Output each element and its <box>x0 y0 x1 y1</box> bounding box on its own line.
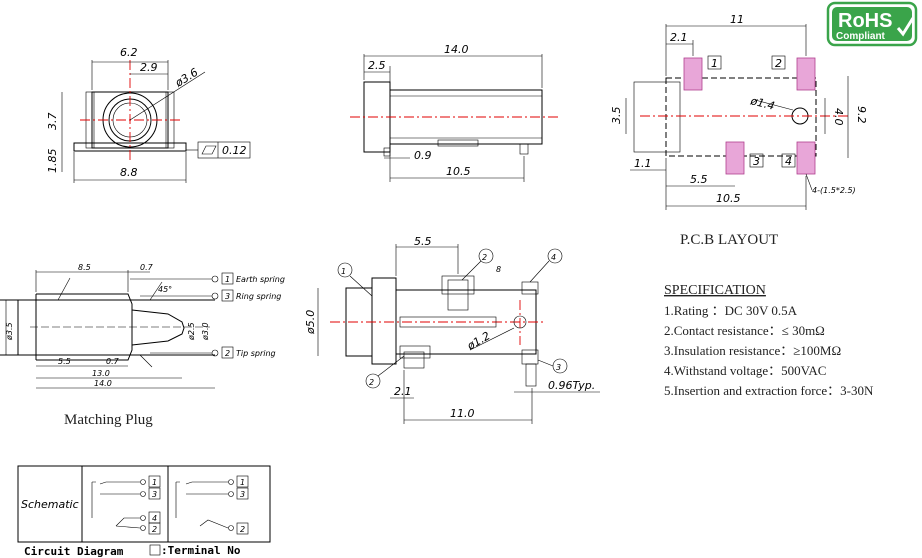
callout-4: 4 <box>551 253 556 262</box>
detail-dim-8: 8 <box>496 265 501 274</box>
plug-dim-85: 8.5 <box>78 263 91 272</box>
detail-dim-50: ø5.0 <box>304 310 317 335</box>
side-dim-length: 14.0 <box>444 43 469 56</box>
plug-dim-30: ø3.0 <box>201 322 210 341</box>
side-view: 14.0 2.5 0.9 10.5 <box>350 43 560 182</box>
ring-spring-label: Ring spring <box>236 292 281 301</box>
pcb-dim-11: 1.1 <box>634 157 652 170</box>
pcb-dim-hole: ø1.4 <box>748 94 776 113</box>
detail-dim-12: ø1.2 <box>464 329 492 353</box>
pcb-layout: 1 2 3 4 11 2.1 3.5 ø1.4 4.0 9.2 1.1 5.5 … <box>610 13 868 248</box>
plug-caption: Matching Plug <box>64 412 153 428</box>
plug-dim-130: 13.0 <box>92 369 110 378</box>
side-dim-body: 10.5 <box>446 165 471 178</box>
pcb-dim-105: 10.5 <box>716 192 741 205</box>
tip-terminal-no: 2 <box>225 349 230 358</box>
schematic-label: Schematic <box>21 498 79 511</box>
spec-item: 2.Contact resistance：≤ 30mΩ <box>664 323 825 338</box>
plug-dim-55: 5.5 <box>58 357 71 366</box>
dim-diameter: ø3.6 <box>172 66 200 90</box>
plug-dim-140: 14.0 <box>94 379 112 388</box>
circuit-diagram-caption: Circuit Diagram <box>24 545 124 558</box>
spec-item: 5.Insertion and extraction force：3-30N <box>664 383 874 398</box>
pcb-dim-top: 11 <box>730 13 744 26</box>
pcb-dim-35: 3.5 <box>610 107 623 125</box>
pcb-dim-55: 5.5 <box>690 173 708 186</box>
rohs-title: RoHS <box>838 10 892 32</box>
check-icon <box>896 17 915 37</box>
dim-half: 2.9 <box>140 61 158 74</box>
spec-item: 1.Rating ：DC 30V 0.5A <box>664 303 798 318</box>
earth-spring-label: Earth spring <box>236 275 285 284</box>
detail-dim-096: 0.96Typ. <box>548 379 595 392</box>
pcb-pad-3: 3 <box>753 155 760 168</box>
pcb-pad-2: 2 <box>775 57 782 70</box>
spec-item: 4.Withstand voltage：500VAC <box>664 363 826 378</box>
pcb-dim-40: 4.0 <box>832 108 845 126</box>
dim-height: 3.7 <box>46 113 59 131</box>
front-view: 6.2 2.9 ø3.6 3.7 1.85 8.8 0.12 <box>46 46 251 183</box>
terminal-box-icon <box>149 544 161 556</box>
rohs-subtitle: Compliant <box>836 31 886 42</box>
callout-2-top: 2 <box>482 253 487 262</box>
detail-view: 1 2 4 2 3 5.5 ø5.0 ø1.2 8 2.1 0.96Typ. 1… <box>304 235 600 424</box>
callout-3: 3 <box>556 363 561 372</box>
schematic-left-term: 3 <box>152 490 157 499</box>
callout-2-bottom: 2 <box>369 378 374 387</box>
dim-width: 6.2 <box>120 46 138 59</box>
detail-dim-21: 2.1 <box>394 385 412 398</box>
schematic-right-term: 2 <box>240 525 245 534</box>
schematic: Schematic 1 3 4 2 1 3 2 Circuit Diagram … <box>17 465 271 558</box>
plug-dim-45: 45° <box>158 285 172 294</box>
schematic-left-term: 4 <box>152 514 157 523</box>
spec-title: SPECIFICATION <box>664 283 766 298</box>
dim-base: 1.85 <box>46 149 59 174</box>
side-dim-pin: 0.9 <box>414 149 432 162</box>
pcb-dim-pad-offset: 2.1 <box>670 31 688 44</box>
spec-item: 3.Insulation resistance：≥100MΩ <box>664 343 841 358</box>
side-dim-left: 2.5 <box>368 59 386 72</box>
detail-dim-55: 5.5 <box>414 235 432 248</box>
pcb-title: P.C.B LAYOUT <box>680 232 778 248</box>
dim-bottom: 8.8 <box>120 166 138 179</box>
schematic-left-term: 2 <box>152 525 157 534</box>
pcb-dim-slot: 4-(1.5*2.5) <box>812 186 856 195</box>
schematic-left-term: 1 <box>152 478 157 487</box>
schematic-right-term: 1 <box>240 478 245 487</box>
specification: SPECIFICATION 1.Rating ：DC 30V 0.5A 2.Co… <box>664 283 874 398</box>
dim-flatness: 0.12 <box>222 144 247 157</box>
terminal-legend: :Terminal No <box>161 544 241 557</box>
pcb-pad-4: 4 <box>785 155 792 168</box>
ring-terminal-no: 3 <box>225 292 230 301</box>
flatness-icon <box>201 145 217 155</box>
pcb-dim-92: 9.2 <box>855 106 868 124</box>
plug-dim-07a: 0.7 <box>140 263 154 272</box>
detail-dim-110: 11.0 <box>450 407 475 420</box>
rohs-badge: RoHS Compliant <box>826 1 918 47</box>
plug-dim-07b: 0.7 <box>106 357 120 366</box>
pcb-pad-1: 1 <box>711 57 718 70</box>
matching-plug: 8.5 0.7 45° ø3.5 ø2.5 ø3.0 5.5 0.7 13.0 … <box>0 263 285 428</box>
plug-dim-25: ø2.5 <box>187 322 196 341</box>
callout-1: 1 <box>341 267 346 276</box>
tip-spring-label: Tip spring <box>236 349 276 358</box>
earth-terminal-no: 1 <box>225 275 230 284</box>
schematic-right-term: 3 <box>240 490 245 499</box>
plug-dim-35: ø3.5 <box>5 322 14 341</box>
